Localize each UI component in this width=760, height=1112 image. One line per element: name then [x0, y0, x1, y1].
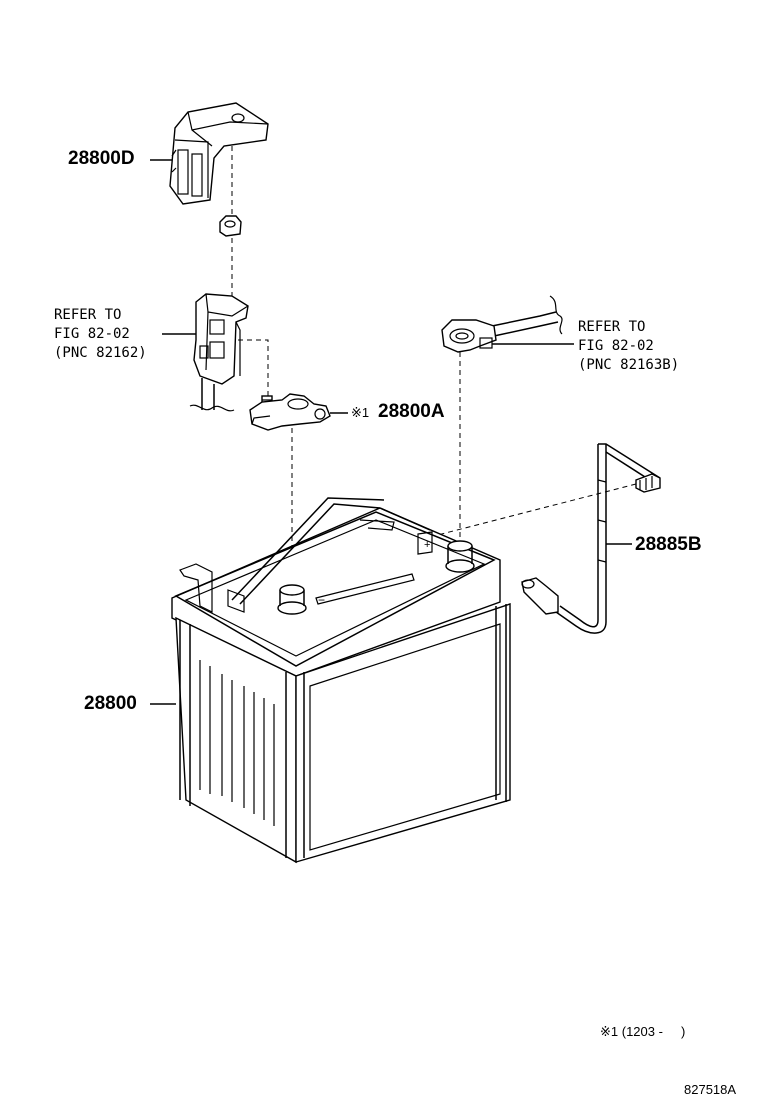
- refer-left-line2: FIG 82-02: [54, 326, 130, 342]
- negative-clamp-part: [249, 393, 331, 431]
- minus-mark: −: [318, 593, 325, 607]
- terminal-cover-part: [169, 102, 269, 205]
- label-battery: 28800: [84, 693, 137, 714]
- label-clamp-note-mark: ※1: [351, 405, 370, 420]
- nut-part: [219, 215, 242, 237]
- refer-left-line1: REFER TO: [54, 307, 122, 323]
- refer-right-line2: FIG 82-02: [578, 338, 654, 354]
- footnote: ※1 (1203 - ): [600, 1024, 686, 1039]
- vent-tube-part: [521, 443, 661, 634]
- label-cover: 28800D: [68, 148, 135, 169]
- label-cable: 28885B: [635, 534, 702, 555]
- refer-right-line3: (PNC 82163B): [578, 357, 680, 373]
- label-clamp: 28800A: [378, 401, 445, 422]
- refer-right-line1: REFER TO: [578, 319, 646, 335]
- battery-part: [171, 497, 511, 864]
- figure-id: 827518A: [684, 1082, 737, 1097]
- plus-mark: +: [424, 539, 430, 551]
- positive-terminal-block: [189, 293, 249, 412]
- positive-cable-terminal: [441, 295, 563, 353]
- refer-left-line3: (PNC 82162): [54, 345, 147, 361]
